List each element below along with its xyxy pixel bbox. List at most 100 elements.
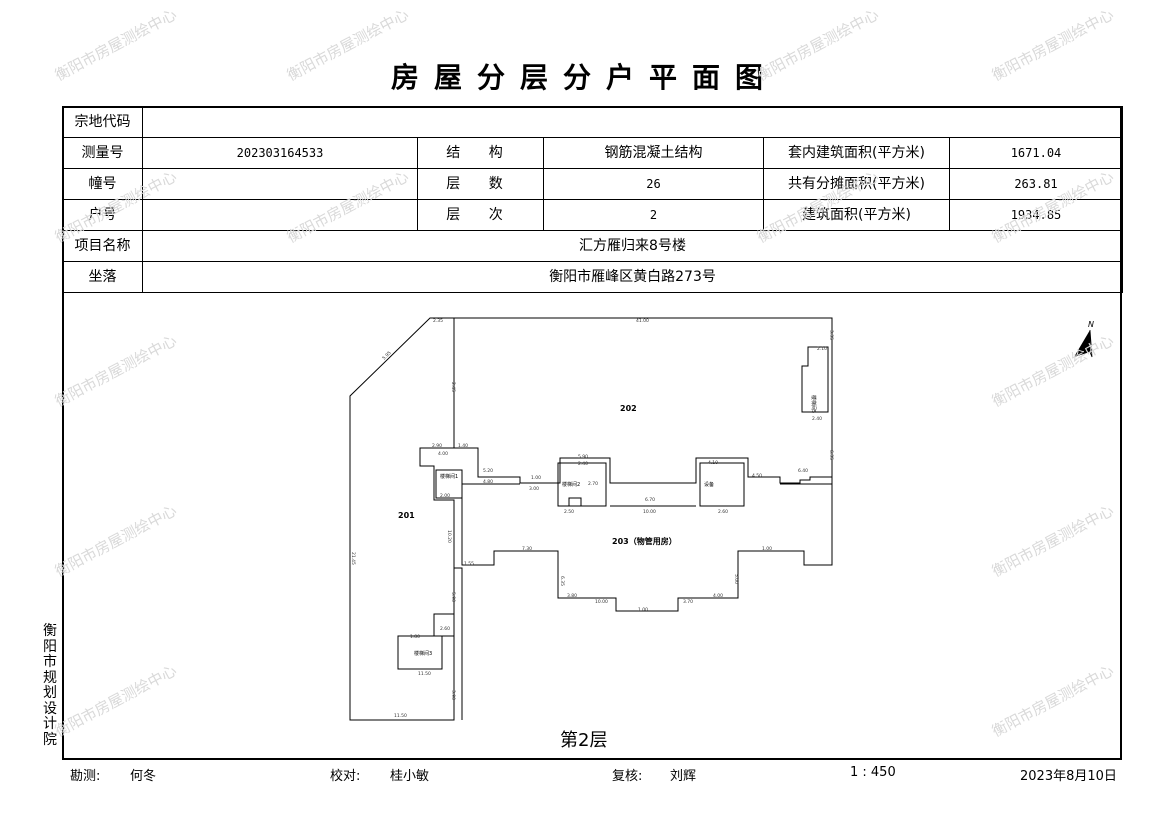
north-arrow: N <box>1074 320 1094 358</box>
shaft-201 <box>433 613 455 637</box>
gongyou-label: 共有分摊面积(平方米) <box>763 168 950 200</box>
dim-label: 3.90 <box>450 690 456 700</box>
dim-label: 4.50 <box>752 473 762 479</box>
dim-label: 1.80 <box>410 634 420 640</box>
taonei-value: 1671.04 <box>949 137 1123 169</box>
dim-label: 11.50 <box>418 671 431 677</box>
table-row: 测量号 202303164533 结 构 钢筋混凝土结构 套内建筑面积(平方米)… <box>62 137 1123 169</box>
north-label: N <box>1088 320 1094 329</box>
scale-label: 1 : 450 <box>850 765 896 780</box>
dim-label: 1.40 <box>458 443 468 449</box>
dim-label: 2.90 <box>432 443 442 449</box>
jiegou-label: 结 构 <box>417 137 544 169</box>
dim-label: 2.40 <box>812 416 822 422</box>
stair-label: 楼梯间5 <box>810 395 817 413</box>
north-arrow-outline-icon <box>1089 329 1093 358</box>
dim-label: 2.70 <box>588 481 598 487</box>
jianzhu-label: 建筑面积(平方米) <box>763 199 950 231</box>
dim-label: 3.35 <box>828 330 834 340</box>
taonei-label: 套内建筑面积(平方米) <box>763 137 950 169</box>
xiangmu-label: 项目名称 <box>62 230 143 262</box>
room-label-202: 202 <box>620 404 637 413</box>
dim-label: 7.30 <box>522 546 532 552</box>
cengshu-value: 26 <box>543 168 764 200</box>
dim-label: 5.90 <box>450 592 456 602</box>
dim-label: 2.40 <box>578 461 588 467</box>
dimension-labels: 2.35 41.00 5.95 11.50 2.45 10.20 2.10 3.… <box>350 318 834 719</box>
dim-label: 21.45 <box>350 552 356 565</box>
dim-label: 6.35 <box>828 450 834 460</box>
dim-label: 41.00 <box>636 318 649 324</box>
jiaodui-label: 校对: <box>330 769 361 784</box>
dim-label: 10.20 <box>446 530 452 543</box>
dim-label: 2.45 <box>450 382 456 392</box>
jianzhu-value: 1934.85 <box>949 199 1123 231</box>
zuoluo-value: 衡阳市雁峰区黄白路273号 <box>142 261 1123 293</box>
room-203-outline <box>461 477 833 612</box>
table-row: 户号 层 次 2 建筑面积(平方米) 1934.85 <box>62 199 1123 231</box>
small-room-label: 设备 <box>704 481 714 488</box>
corridor-201 <box>454 567 463 720</box>
dim-label: 5.20 <box>483 468 493 474</box>
date-label: 2023年8月10日 <box>1020 769 1117 784</box>
outer-outline <box>349 317 833 721</box>
page-title: 房屋分层分户平面图 <box>390 61 778 94</box>
side-organization-label: 衡阳市规划设计院 <box>43 623 57 748</box>
dim-label: 2.00 <box>440 493 450 499</box>
zuoluo-label: 坐落 <box>62 261 143 293</box>
kance-name: 何冬 <box>130 769 157 784</box>
dim-label: 3.80 <box>567 593 577 599</box>
dim-label: 10.00 <box>595 599 608 605</box>
dim-label: 6.35 <box>559 576 565 586</box>
zhuang-value <box>142 168 418 200</box>
info-table: 宗地代码 测量号 202303164533 结 构 钢筋混凝土结构 套内建筑面积… <box>62 106 1123 293</box>
dim-label: 2.35 <box>433 318 443 324</box>
stair-label: 楼梯间2 <box>562 481 580 488</box>
table-row: 幢号 层 数 26 共有分摊面积(平方米) 263.81 <box>62 168 1123 200</box>
dim-label: 5.00 <box>733 574 739 584</box>
dim-label: 3.00 <box>529 486 539 492</box>
stair-label: 楼梯间1 <box>440 473 458 480</box>
small-room <box>568 497 582 507</box>
hu-label: 户号 <box>62 199 143 231</box>
table-row: 坐落 衡阳市雁峰区黄白路273号 <box>62 261 1123 293</box>
gongyou-value: 263.81 <box>949 168 1123 200</box>
dim-label: 5.90 <box>578 454 588 460</box>
room-label-203: 203（物管用房） <box>612 536 677 546</box>
dim-label: 1.00 <box>638 607 648 613</box>
dim-label: 6.40 <box>798 468 808 474</box>
dim-label: 2.10 <box>817 346 827 352</box>
dim-label: 4.80 <box>483 479 493 485</box>
zhuang-label: 幢号 <box>62 168 143 200</box>
room-label-201: 201 <box>398 511 415 520</box>
jiaodui-name: 桂小敏 <box>390 769 430 784</box>
dim-label: 11.50 <box>394 713 407 719</box>
stair-5 <box>801 346 829 413</box>
dim-label: 10.00 <box>643 509 656 515</box>
dim-label: 3.70 <box>683 599 693 605</box>
stair-2 <box>557 462 607 507</box>
dim-label: 2.50 <box>564 509 574 515</box>
dim-label: 1.55 <box>464 561 474 567</box>
north-arrow-icon <box>1074 330 1090 357</box>
stair-3 <box>397 635 443 670</box>
fuhe-label: 复核: <box>612 769 643 784</box>
dim-label: 4.10 <box>708 460 718 466</box>
footer: 勘测: 何冬 校对: 桂小敏 复核: 刘辉 1 : 450 2023年8月10日 <box>0 765 1169 785</box>
dim-label: 4.00 <box>438 451 448 457</box>
dim-label: 1.00 <box>531 475 541 481</box>
dim-label: 4.00 <box>713 593 723 599</box>
stair-label: 楼梯间3 <box>414 650 432 657</box>
stair-4 <box>699 462 745 507</box>
dim-label: 2.60 <box>718 509 728 515</box>
table-row: 项目名称 汇方雁归来8号楼 <box>62 230 1123 262</box>
cengshu-label: 层 数 <box>417 168 544 200</box>
dim-label: 5.95 <box>381 350 392 361</box>
dim-label: 2.60 <box>440 626 450 632</box>
fuhe-name: 刘辉 <box>670 769 697 784</box>
stair-1 <box>435 469 463 499</box>
dim-label: 1.00 <box>762 546 772 552</box>
kance-label: 勘测: <box>70 769 101 784</box>
celiang-label: 测量号 <box>62 137 143 169</box>
